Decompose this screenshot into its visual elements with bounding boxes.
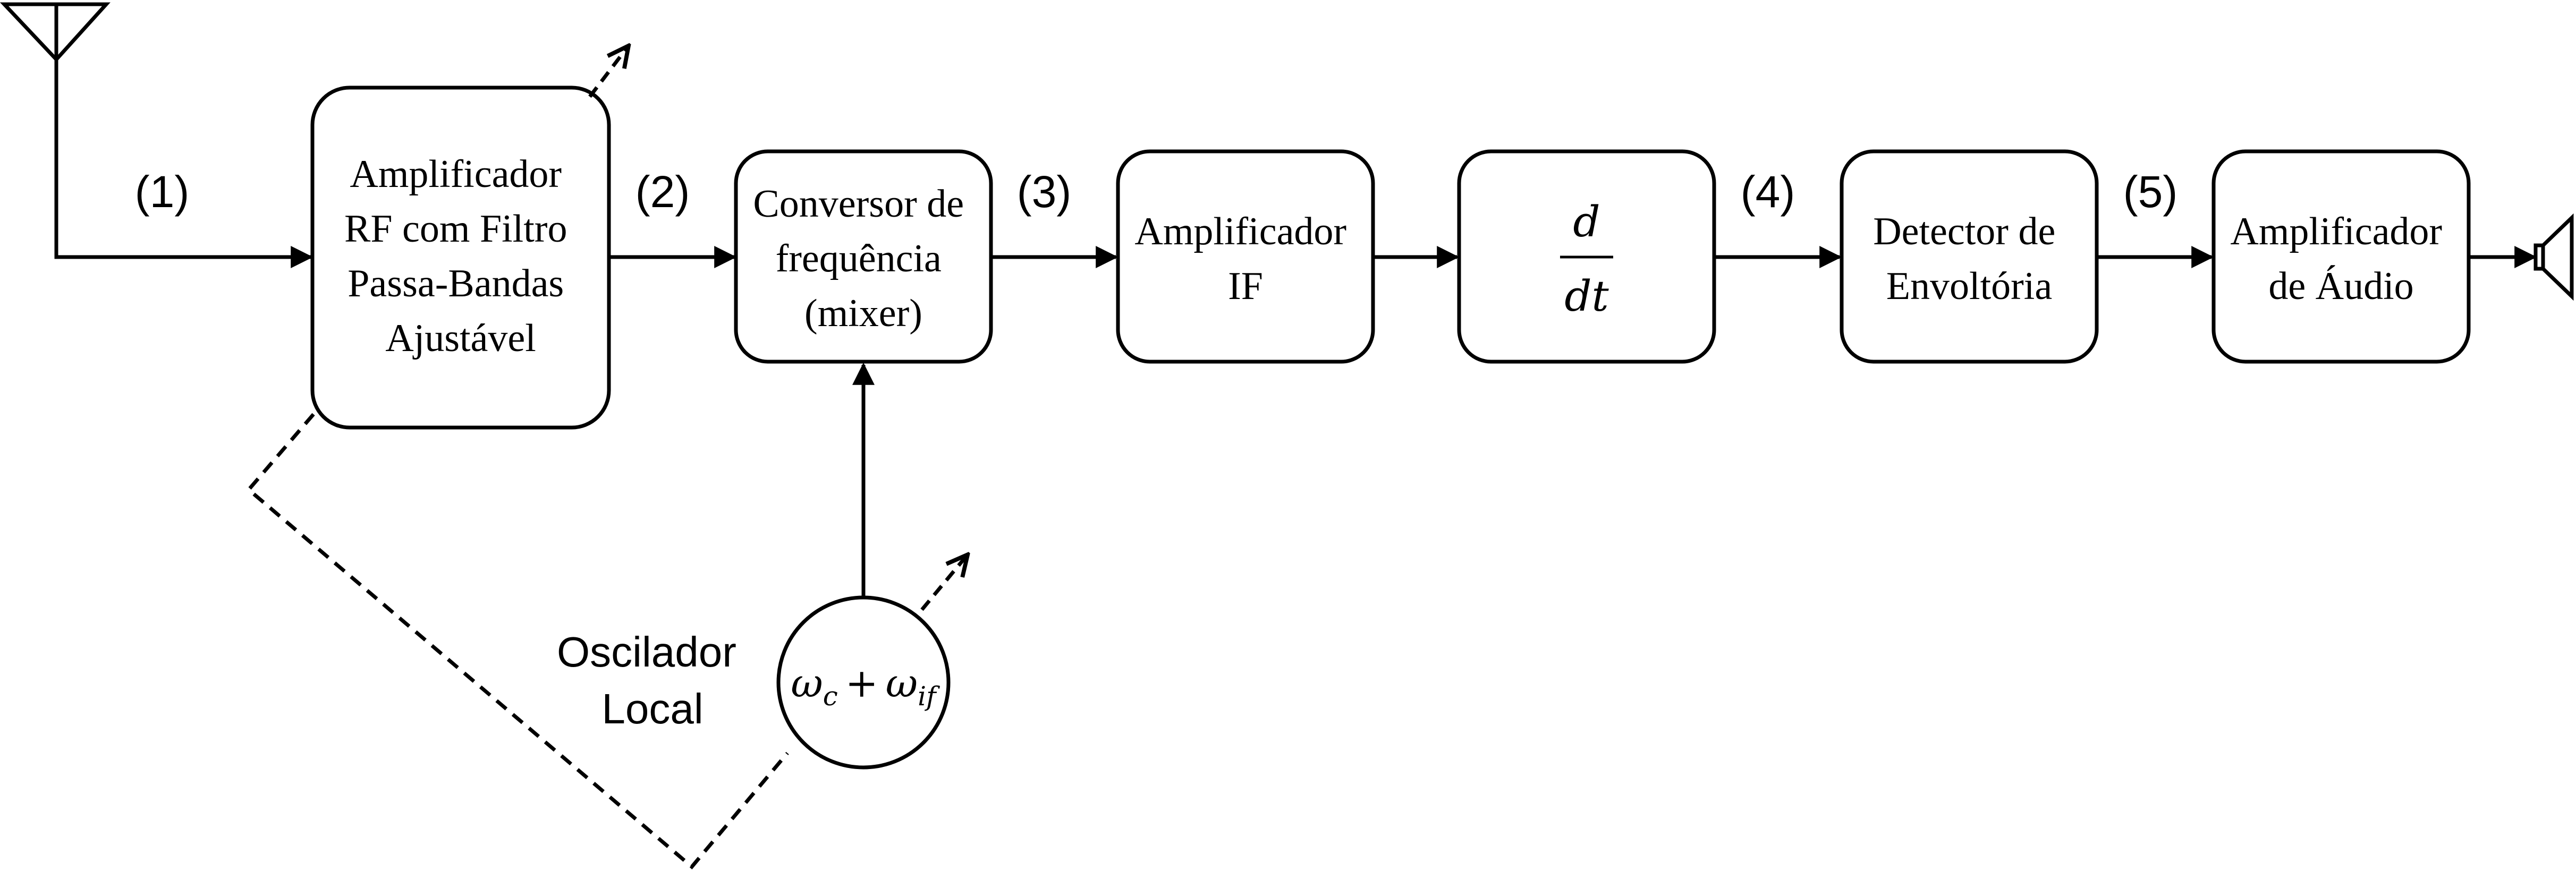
local-oscillator: ωc+ωif bbox=[776, 595, 951, 770]
derivative-numerator: d bbox=[1573, 197, 1600, 246]
oscillator-omega-2: ω bbox=[886, 661, 918, 706]
signal-label-3: (3) bbox=[1017, 167, 1072, 217]
ganged-tuning-link bbox=[246, 413, 789, 869]
signal-label-5: (5) bbox=[2123, 167, 2178, 217]
mixer-line-2: frequência bbox=[776, 237, 942, 280]
derivative-block: d dt bbox=[1457, 149, 1716, 364]
svg-text:Amplificador de Áudio: Amplificador de Áudio bbox=[2230, 210, 2452, 308]
svg-text:ωc+ωif: ωc+ωif bbox=[791, 661, 940, 712]
antenna-feed-line bbox=[54, 59, 313, 268]
svg-text:Oscilador Local: Oscilador Local bbox=[557, 628, 748, 732]
svg-text:Conversor de frequência: Conversor de frequência (mixer) bbox=[753, 182, 973, 335]
mixer-line-1: Conversor de bbox=[753, 182, 964, 226]
oscillator-sub-c: c bbox=[823, 681, 838, 712]
envelope-detector-line-1: Detector de bbox=[1873, 210, 2055, 253]
antenna-icon bbox=[0, 2, 111, 63]
oscillator-tuning-arrow bbox=[920, 557, 966, 611]
rf-amplifier-block: Amplificador RF com Filtro Passa-Bandas … bbox=[310, 86, 611, 430]
oscillator-label-line-1: Oscilador bbox=[557, 628, 736, 676]
envelope-detector-line-2: Envoltória bbox=[1886, 264, 2052, 308]
oscillator-omega-1: ω bbox=[791, 661, 823, 706]
if-amplifier-block: Amplificador IF bbox=[1116, 149, 1375, 364]
if-amplifier-line-1: Amplificador bbox=[1134, 210, 1346, 253]
oscillator-plus: + bbox=[845, 661, 878, 706]
audio-amplifier-line-2: de Áudio bbox=[2268, 264, 2413, 308]
rf-amplifier-line-1: Amplificador bbox=[350, 152, 562, 196]
rf-amplifier-line-2: RF com Filtro bbox=[344, 207, 567, 251]
svg-text:Amplificador RF com Filt: Amplificador RF com Filtro Passa-Bandas … bbox=[344, 152, 577, 360]
audio-amplifier-line-1: Amplificador bbox=[2230, 210, 2442, 253]
derivative-denominator: dt bbox=[1564, 271, 1609, 321]
rf-amplifier-line-4: Ajustável bbox=[385, 317, 536, 360]
signal-label-4: (4) bbox=[1741, 167, 1795, 217]
if-amplifier-line-2: IF bbox=[1228, 264, 1263, 308]
svg-text:Detector de Envoltória: Detector de Envoltória bbox=[1873, 210, 2065, 308]
oscillator-label-line-2: Local bbox=[601, 685, 703, 732]
speaker-icon bbox=[2533, 213, 2574, 301]
svg-text:Amplificador IF: Amplificador IF bbox=[1134, 210, 1356, 308]
signal-label-1: (1) bbox=[135, 167, 190, 217]
audio-amplifier-block: Amplificador de Áudio bbox=[2211, 149, 2471, 364]
mixer-line-3: (mixer) bbox=[804, 292, 922, 335]
envelope-detector-block: Detector de Envoltória bbox=[1840, 149, 2099, 364]
signal-label-2: (2) bbox=[635, 167, 690, 217]
mixer-block: Conversor de frequência (mixer) bbox=[734, 149, 993, 364]
rf-amplifier-line-3: Passa-Bandas bbox=[348, 262, 564, 305]
rf-tuning-arrow bbox=[588, 48, 627, 98]
